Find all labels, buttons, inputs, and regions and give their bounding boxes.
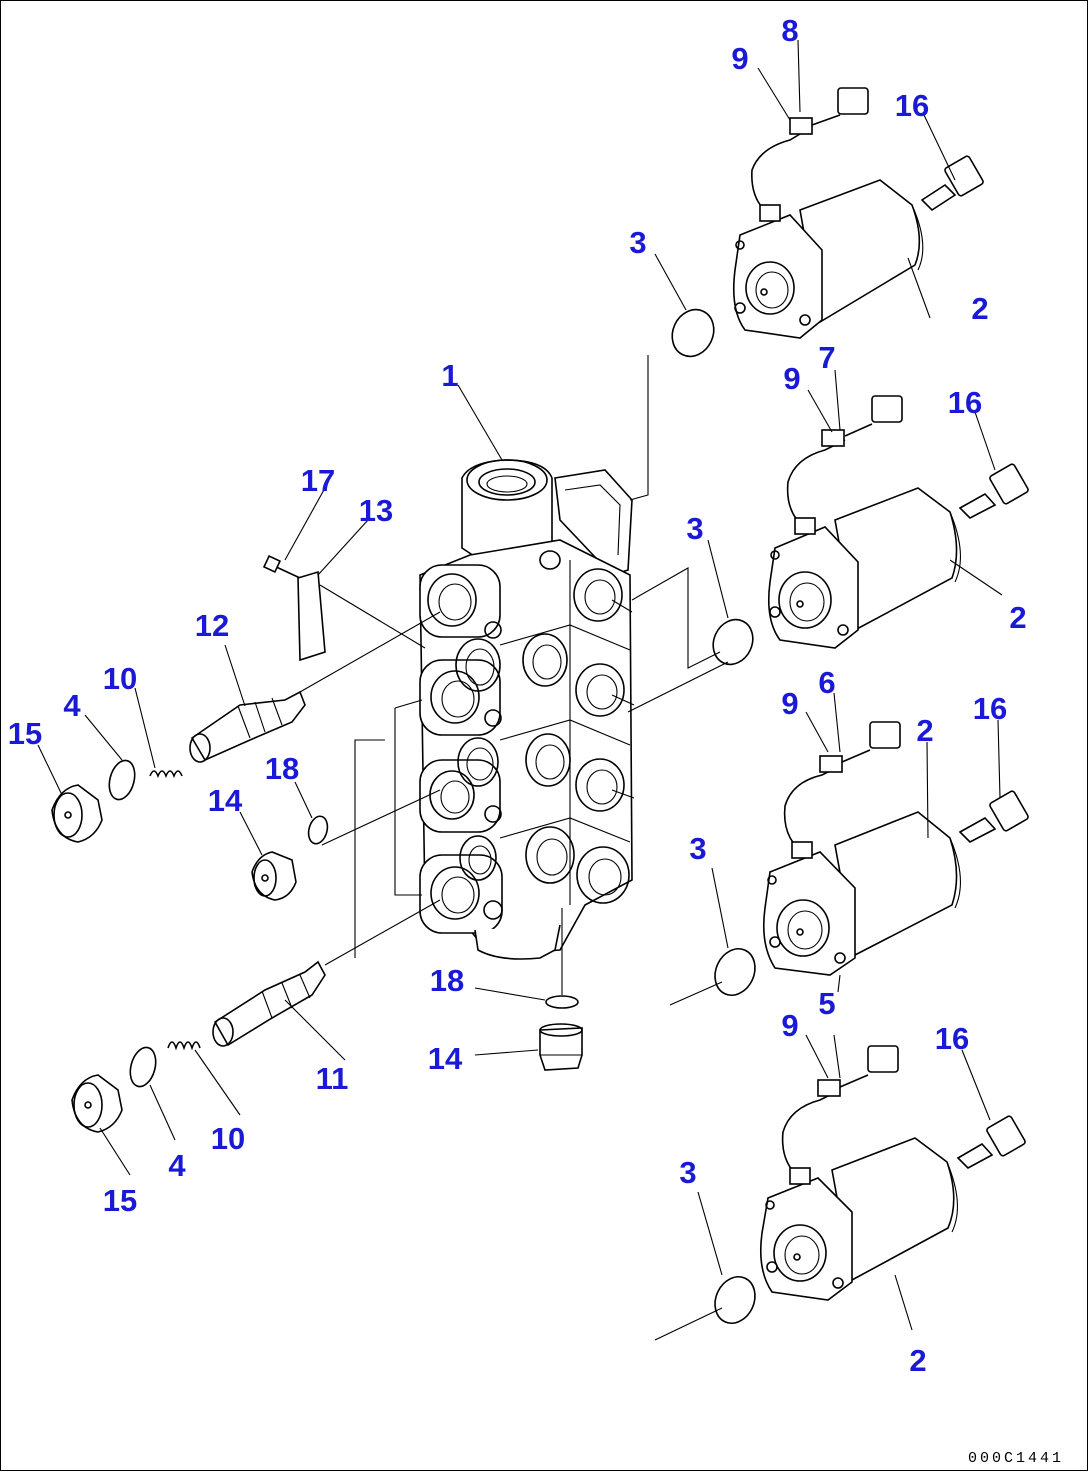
callout-c16c: 16 [973, 691, 1007, 726]
callout-c3a: 3 [629, 225, 646, 260]
valve-body [419, 459, 635, 960]
callout-c4b: 4 [168, 1148, 186, 1183]
springs-10 [149, 770, 201, 1051]
left-ports [419, 564, 503, 934]
plugs-15 [51, 784, 123, 1133]
callout-c18a: 18 [265, 751, 299, 786]
callout-c3d: 3 [679, 1155, 696, 1190]
callout-c1: 1 [441, 358, 458, 393]
callout-c3c: 3 [689, 831, 706, 866]
right-ports [522, 550, 635, 904]
leader-lines [37, 39, 1003, 1341]
solenoid-4 [759, 1045, 1026, 1301]
callout-c13: 13 [359, 493, 393, 528]
callout-c2c: 2 [916, 713, 933, 748]
plug-14-bottom [539, 1023, 583, 1071]
callout-c2a: 2 [971, 291, 988, 326]
callout-c2d: 2 [909, 1343, 926, 1378]
callout-c16a: 16 [895, 88, 929, 123]
callout-c11: 11 [316, 1061, 349, 1096]
callout-c14a: 14 [208, 783, 243, 818]
callout-c9a: 9 [731, 41, 748, 76]
callout-c4a: 4 [63, 688, 81, 723]
callout-c15b: 15 [103, 1183, 137, 1218]
drawing-number: 000C1441 [968, 1450, 1064, 1467]
middle-ports [455, 621, 503, 920]
callout-c10a: 10 [103, 661, 137, 696]
callout-c5: 5 [818, 986, 835, 1021]
callout-c8: 8 [781, 13, 798, 48]
callout-c6: 6 [818, 665, 835, 700]
callout-c10b: 10 [211, 1121, 245, 1156]
rings-4 [108, 759, 157, 1088]
callout-c9d: 9 [781, 1008, 798, 1043]
solenoid-2 [767, 395, 1029, 649]
bolt-17-plate-13 [262, 554, 326, 662]
spool-12 [189, 690, 306, 763]
callout-c18b: 18 [430, 963, 464, 998]
solenoid-3 [762, 721, 1029, 976]
callout-c2b: 2 [1009, 600, 1026, 635]
callout-c9c: 9 [781, 686, 798, 721]
callout-c17: 17 [301, 463, 335, 498]
callout-c16b: 16 [948, 385, 982, 420]
callout-c9b: 9 [783, 361, 800, 396]
o-rings [671, 308, 756, 1324]
plug-14-left [251, 851, 297, 901]
callout-c14b: 14 [428, 1041, 463, 1076]
o-ring-18 [307, 815, 579, 1009]
spool-11 [212, 960, 326, 1047]
callout-c3b: 3 [686, 511, 703, 546]
callout-c12: 12 [195, 608, 229, 643]
callout-c7: 7 [818, 340, 835, 375]
callout-c15a: 15 [8, 716, 42, 751]
solenoid-1 [732, 87, 984, 339]
callout-labels: 1222233334456789999101011121314141515161… [8, 13, 1027, 1378]
callout-c16d: 16 [935, 1021, 969, 1056]
